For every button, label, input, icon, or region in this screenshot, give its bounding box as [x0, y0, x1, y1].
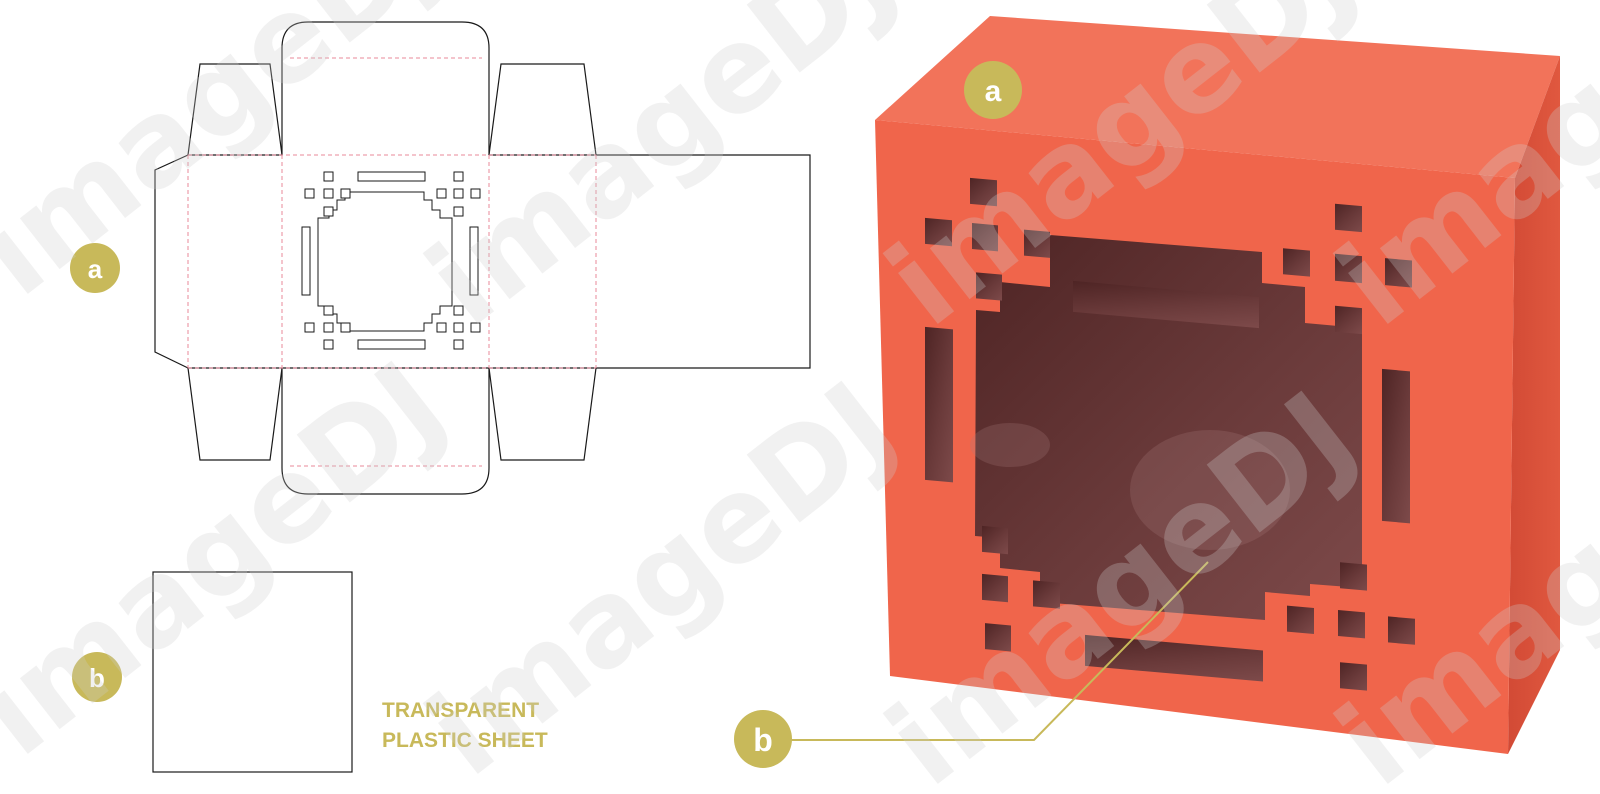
svg-text:b: b — [753, 722, 773, 758]
box-3d — [875, 16, 1560, 754]
svg-text:a: a — [985, 75, 1002, 108]
svg-text:b: b — [89, 663, 105, 693]
box-dieline — [154, 21, 811, 495]
box-window-pattern — [925, 177, 1415, 691]
right-dust-flap-top — [488, 63, 597, 156]
left-dust-flap-bottom — [187, 367, 283, 461]
badge-dieline-a: a — [70, 243, 120, 293]
left-dust-flap-top — [187, 63, 283, 156]
badge-plastic-b: b — [72, 652, 122, 702]
box-top-face — [875, 16, 1560, 178]
top-tuck-flap — [281, 21, 490, 155]
plastic-sheet-caption-line1: TRANSPARENT — [382, 699, 539, 722]
fold-lines — [187, 57, 597, 467]
window-leader-line — [785, 561, 1209, 741]
box-side-face — [1508, 56, 1560, 754]
right-dust-flap-bottom — [488, 367, 597, 461]
glue-flap — [154, 154, 189, 369]
window-shine — [1130, 430, 1290, 550]
plastic-sheet-caption-line2: PLASTIC SHEET — [382, 729, 548, 752]
badge-box-a: a — [964, 61, 1022, 119]
badge-box-b: b — [734, 710, 792, 768]
watermark-6: imageDJ — [402, 355, 920, 794]
bottom-tuck-flap — [281, 368, 490, 495]
dieline-window-pattern — [301, 171, 481, 350]
watermark-2: imageDJ — [402, 0, 920, 352]
svg-text:a: a — [88, 254, 103, 284]
main-panels-outline — [188, 154, 811, 369]
plastic-sheet-outline — [152, 571, 353, 773]
box-window — [975, 235, 1362, 620]
